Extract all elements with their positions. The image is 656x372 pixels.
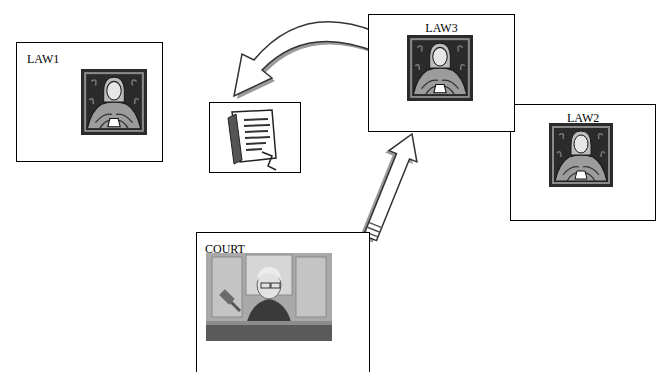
law-box: LAW1	[16, 42, 163, 162]
judge-icon	[549, 123, 613, 187]
law-box: LAW3	[368, 14, 515, 132]
judge-icon	[407, 35, 473, 101]
law-box: LAW2	[510, 104, 656, 221]
box-label: LAW2	[567, 111, 599, 125]
box-label: LAW3	[425, 21, 457, 35]
judge-photo	[206, 253, 332, 341]
box-label: LAW1	[27, 52, 59, 66]
box-label: COURT	[205, 242, 245, 256]
curved-arrow	[234, 22, 379, 99]
document-icon	[228, 110, 276, 170]
law-box: COURT	[196, 232, 370, 372]
judge-icon	[81, 69, 147, 135]
hollow-arrow	[360, 134, 417, 243]
document-box	[210, 103, 301, 173]
arrow-body	[364, 134, 417, 241]
